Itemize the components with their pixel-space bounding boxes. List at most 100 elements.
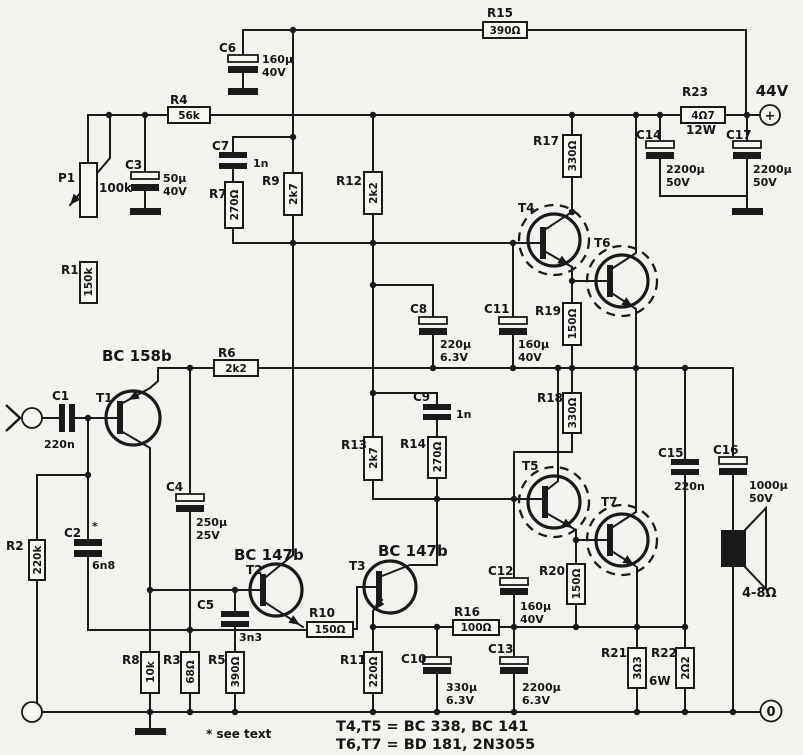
resistor-R16 bbox=[452, 619, 500, 636]
resistor-R2-value: 220k bbox=[32, 545, 44, 575]
junction-dots bbox=[84, 26, 751, 716]
capacitor-C8 bbox=[418, 316, 448, 335]
capacitor-C4 bbox=[175, 493, 205, 512]
capacitor-C9-value: 1n bbox=[456, 408, 472, 421]
resistor-R1-ref: R1 bbox=[61, 263, 79, 277]
capacitor-C6 bbox=[227, 54, 259, 73]
capacitor-C13 bbox=[499, 656, 529, 674]
transistor-T4-ref: T4 bbox=[518, 201, 535, 215]
capacitor-C15 bbox=[671, 459, 699, 475]
capacitor-C3 bbox=[130, 171, 160, 191]
speaker-icon bbox=[721, 505, 767, 592]
resistor-P1-ref: P1 bbox=[58, 171, 75, 185]
resistor-R20 bbox=[566, 563, 586, 605]
resistor-R15-ref: R15 bbox=[487, 6, 513, 20]
resistor-R21-value: 3Ω3 bbox=[632, 656, 644, 680]
resistor-R23-value: 4Ω7 bbox=[691, 110, 715, 122]
resistor-R20-value: 150Ω bbox=[571, 569, 583, 600]
capacitor-C17 bbox=[732, 140, 762, 159]
capacitor-C15-value: 220n bbox=[674, 480, 705, 493]
capacitor-C9 bbox=[423, 404, 451, 420]
resistor-R11-ref: R11 bbox=[340, 653, 366, 667]
resistor-R6-ref: R6 bbox=[218, 346, 236, 360]
capacitor-C4-value: 250μ bbox=[196, 516, 227, 529]
ground-symbol bbox=[732, 208, 763, 215]
capacitor-C10-voltage: 6.3V bbox=[446, 694, 474, 707]
equivalents-line1: T4,T5 = BC 338, BC 141 bbox=[336, 719, 528, 735]
speaker-impedance-label: 4-8Ω bbox=[742, 586, 777, 601]
resistor-R7-ref: R7 bbox=[209, 187, 227, 201]
resistor-R16-value: 100Ω bbox=[461, 622, 492, 634]
resistor-R9-ref: R9 bbox=[262, 174, 280, 188]
resistor-R1 bbox=[79, 261, 98, 304]
capacitor-C6-value: 160μ bbox=[262, 53, 293, 66]
capacitor-C7-value: 1n bbox=[253, 157, 269, 170]
resistor-R6 bbox=[213, 359, 259, 377]
ground-symbol bbox=[228, 88, 258, 95]
capacitor-C6-ref: C6 bbox=[219, 41, 236, 55]
capacitor-C2-ref: C2 bbox=[64, 526, 81, 540]
capacitor-C4-voltage: 25V bbox=[196, 529, 220, 542]
transistor-T6 bbox=[585, 244, 659, 318]
equivalents-line2: T6,T7 = BD 181, 2N3055 bbox=[336, 737, 535, 753]
resistor-R9 bbox=[283, 172, 303, 216]
capacitor-C17-ref: C17 bbox=[726, 128, 752, 142]
resistor-R19-ref: R19 bbox=[535, 304, 561, 318]
capacitor-C5-value: 3n3 bbox=[239, 631, 262, 644]
capacitor-C13-value: 2200μ bbox=[522, 681, 561, 694]
resistor-R22-ref: R22 bbox=[651, 646, 677, 660]
resistor-R4-value: 56k bbox=[178, 110, 201, 122]
capacitor-C16-ref: C16 bbox=[713, 443, 739, 457]
capacitor-C1-value: 220n bbox=[44, 438, 75, 451]
supply-terminal bbox=[759, 104, 781, 126]
capacitor-C12-value: 160μ bbox=[520, 600, 551, 613]
capacitor-C2-value: 6n8 bbox=[92, 559, 115, 572]
capacitor-C11-voltage: 40V bbox=[518, 351, 542, 364]
resistor-R4-ref: R4 bbox=[170, 93, 188, 107]
capacitor-C6-voltage: 40V bbox=[262, 66, 286, 79]
capacitor-C14 bbox=[645, 140, 675, 159]
see-text-note: * see text bbox=[206, 727, 272, 741]
resistor-R17-ref: R17 bbox=[533, 134, 559, 148]
capacitor-C16-voltage: 50V bbox=[749, 492, 773, 505]
ground-symbols bbox=[130, 88, 763, 735]
resistor-R4 bbox=[167, 106, 211, 124]
resistor-R5 bbox=[225, 651, 245, 694]
resistor-R15 bbox=[482, 21, 528, 39]
resistor-R17-value: 330Ω bbox=[567, 141, 579, 172]
capacitor-C15-ref: C15 bbox=[658, 446, 684, 460]
resistors bbox=[28, 21, 726, 694]
capacitor-C1 bbox=[59, 404, 75, 432]
resistor-R13 bbox=[363, 436, 383, 481]
capacitor-C8-value: 220μ bbox=[440, 338, 471, 351]
capacitor-C11-value: 160μ bbox=[518, 338, 549, 351]
capacitor-C11-ref: C11 bbox=[484, 302, 510, 316]
terminals bbox=[5, 104, 783, 723]
transistor-T1-ref: T1 bbox=[96, 391, 113, 405]
resistor-R10 bbox=[306, 621, 354, 638]
capacitor-C3-ref: C3 bbox=[125, 158, 142, 172]
resistor-R18-ref: R18 bbox=[537, 391, 563, 405]
zero-terminal-label: 0 bbox=[766, 705, 775, 720]
resistor-P1-value: 100k bbox=[99, 181, 133, 195]
input-terminal bbox=[5, 404, 43, 432]
capacitor-C11 bbox=[498, 316, 528, 335]
capacitor-C2 bbox=[74, 539, 102, 557]
capacitor-C14-voltage: 50V bbox=[666, 176, 690, 189]
resistor-R13-ref: R13 bbox=[341, 438, 367, 452]
ground-symbol bbox=[135, 728, 166, 735]
resistor-R3-value: 68Ω bbox=[185, 660, 197, 684]
resistor-R15-value: 390Ω bbox=[490, 25, 521, 37]
resistor-R1-value: 150k bbox=[83, 267, 95, 297]
resistor-R8 bbox=[140, 651, 160, 694]
resistor-R18-value: 330Ω bbox=[567, 398, 579, 429]
capacitor-C17-voltage: 50V bbox=[753, 176, 777, 189]
resistor-R8-value: 10k bbox=[145, 660, 157, 683]
resistor-R22 bbox=[675, 647, 695, 689]
transistor-T2-ref: T2 bbox=[246, 563, 263, 577]
resistor-R2 bbox=[28, 539, 46, 581]
capacitor-C4-ref: C4 bbox=[166, 480, 183, 494]
resistor-R11 bbox=[363, 651, 383, 694]
capacitor-C12 bbox=[499, 577, 529, 595]
resistor-P1 bbox=[70, 162, 98, 218]
